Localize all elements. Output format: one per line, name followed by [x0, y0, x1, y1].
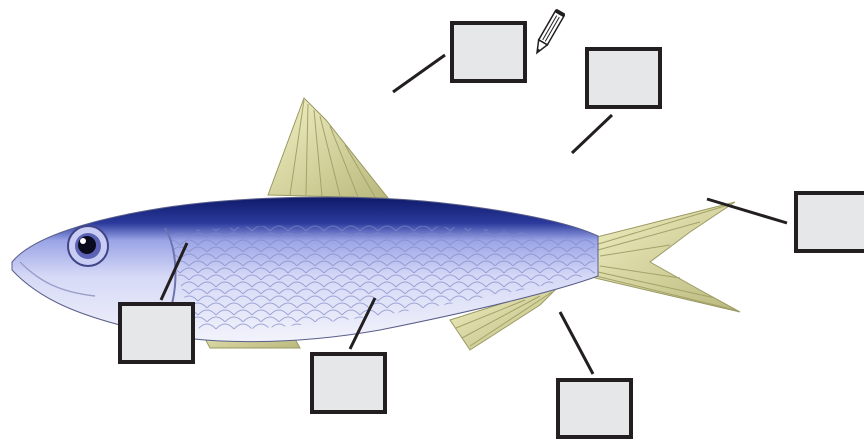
label-box-anal-fin[interactable]: [556, 378, 633, 439]
label-box-head[interactable]: [118, 302, 195, 364]
caudal-fin: [585, 202, 740, 312]
label-box-top-right[interactable]: [585, 47, 662, 109]
pencil-icon[interactable]: [533, 6, 565, 58]
leader-line-anal-fin: [560, 312, 593, 374]
leader-line-top-right: [572, 115, 612, 153]
label-box-tail[interactable]: [794, 191, 864, 253]
label-box-top-left[interactable]: [450, 21, 527, 83]
leader-line-top-left: [393, 55, 445, 92]
label-box-pelvic-fin[interactable]: [310, 352, 387, 414]
